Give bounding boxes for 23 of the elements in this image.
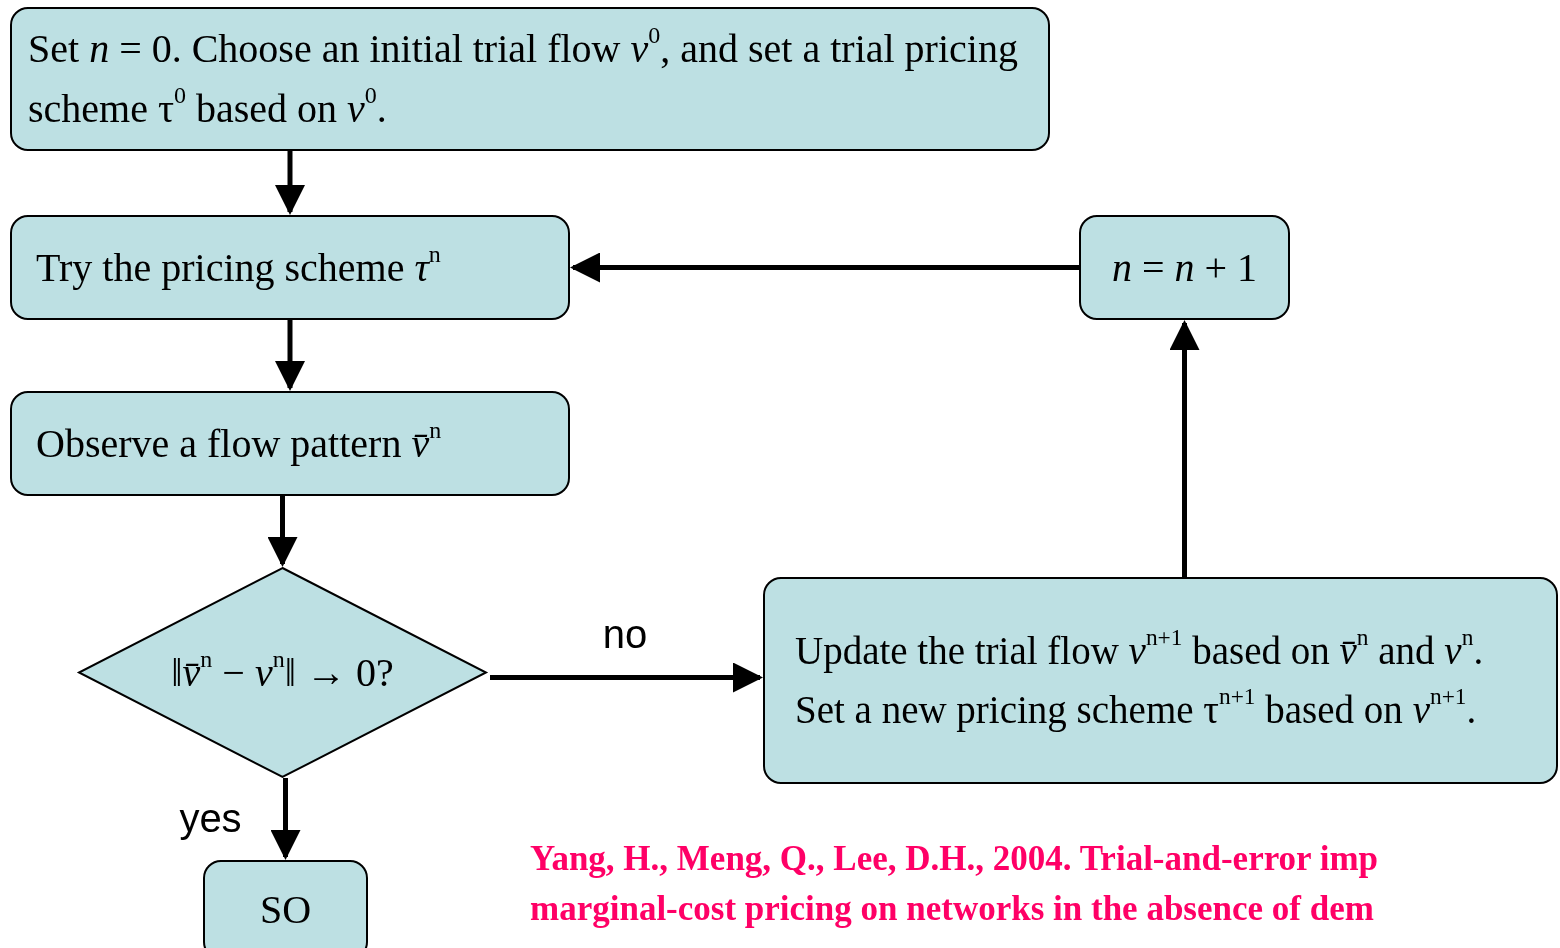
arrow — [570, 252, 1079, 283]
arrow — [267, 496, 298, 567]
process-box — [10, 7, 1050, 151]
arrow — [490, 662, 763, 693]
arrow — [270, 778, 301, 860]
node-text: Observe a flow pattern v̄$^{n}$ — [36, 415, 442, 468]
process-box — [763, 577, 1558, 784]
node-text: n = n + 1 — [1111, 243, 1258, 292]
process-box — [10, 215, 570, 320]
node-text: Try the pricing scheme τ$^{n}$ — [36, 239, 441, 292]
citation-text: marginal-cost pricing on networks in the absence of dem — [530, 888, 1374, 930]
process-box — [203, 860, 368, 948]
arrow — [1169, 320, 1200, 577]
arrow — [275, 320, 305, 391]
process-box — [1079, 215, 1290, 320]
node-text: Update the trial flow v$^{n+1}$ based on v̄$^{n}$ and v$^{n}$. Set a new pricing scheme τ$^{n+1}$ based on v$^{n+1}$. — [795, 623, 1485, 734]
decision-diamond — [78, 567, 487, 778]
node-text: Set n = 0. Choose an initial trial flow v$^{0}$, and set a trial pricing scheme τ$^{0}$ based on v$^{0}$. — [28, 20, 1019, 133]
arrow — [275, 151, 305, 215]
citation-text: Yang, H., Meng, Q., Lee, D.H., 2004. Trial-and-error imp — [530, 838, 1379, 880]
process-box — [10, 391, 570, 496]
node-text: ‖v̄$^{n}$ − v$^{n}$‖ → 0? — [171, 644, 394, 697]
node-text: SO — [259, 886, 312, 934]
